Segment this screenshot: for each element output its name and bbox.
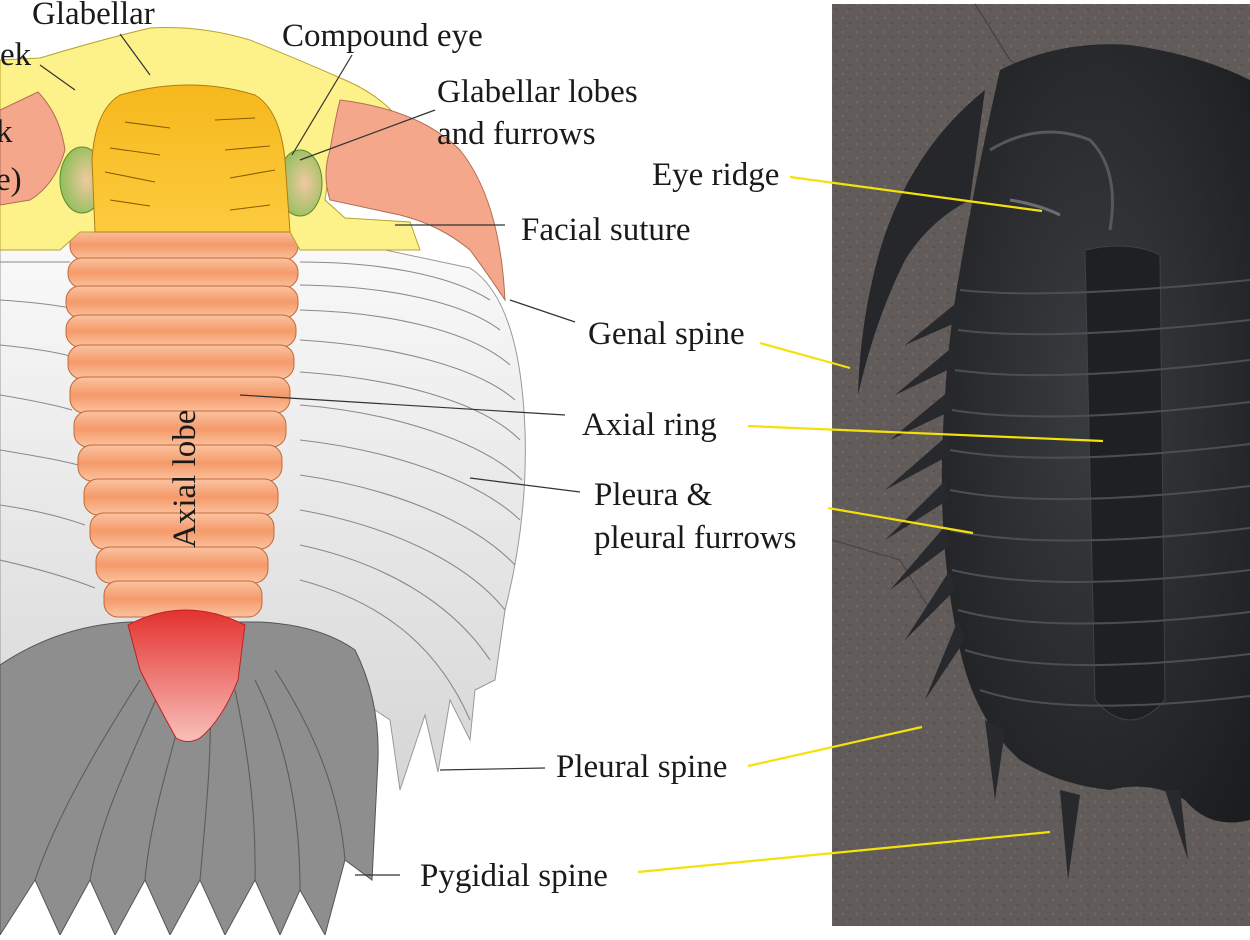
pleural-spine-label: Pleural spine [556,749,727,785]
fossil-pleural-spines [885,300,1188,880]
pleural-furrows [0,261,523,721]
free-cheek-label-line1: k [0,114,13,150]
schematic-trilobite: Axial lobe Glabellar ek k e) Compound ey… [0,0,797,937]
free-cheek-label-line2: e) [0,162,22,198]
pleura-label-line2: pleural furrows [594,520,797,556]
fossil-cephalon-ridge [989,130,1114,231]
fossil-segments [949,279,1250,707]
axial-ring [65,314,297,348]
matrix-crack [831,539,931,611]
axial-ring [67,257,299,289]
fossil-photo: Eye ridge [637,3,1250,926]
free-cheek-right [325,99,506,302]
axial-ring [69,229,299,261]
facial-suture-label: Facial suture [521,212,691,248]
eye-ridge-label: Eye ridge [652,157,779,193]
glabellar-lobes-label-line1: Glabellar lobes [437,74,638,110]
glabellar-furrows [104,117,276,211]
genal-spine-label: Genal spine [588,316,745,352]
fossil-eye-ridge [1009,198,1061,217]
axial-ring [65,285,299,319]
fossil-axis [1084,245,1166,721]
free-cheek-left [0,91,66,206]
fossil-genal-spine [858,90,985,395]
leader-lines-schematic [39,33,581,876]
pygidial-spine-label: Pygidial spine [420,858,608,894]
axial-ring-label: Axial ring [582,407,717,443]
cheek-label: ek [0,37,32,73]
glabellar-label: Glabellar [32,0,155,32]
axial-lobe-label: Axial lobe [167,410,203,548]
axial-ring [67,344,295,380]
glabellar-lobes-label-line2: and furrows [437,116,596,152]
leader-lines-photo [637,175,1104,874]
glabella [91,84,291,233]
axial-ring [69,376,291,414]
compound-eye-label: Compound eye [282,18,483,54]
pygidial-axis [127,609,246,742]
axial-rings [65,229,299,618]
axial-ring [95,546,269,584]
pleura-label-line1: Pleura & [594,477,713,513]
